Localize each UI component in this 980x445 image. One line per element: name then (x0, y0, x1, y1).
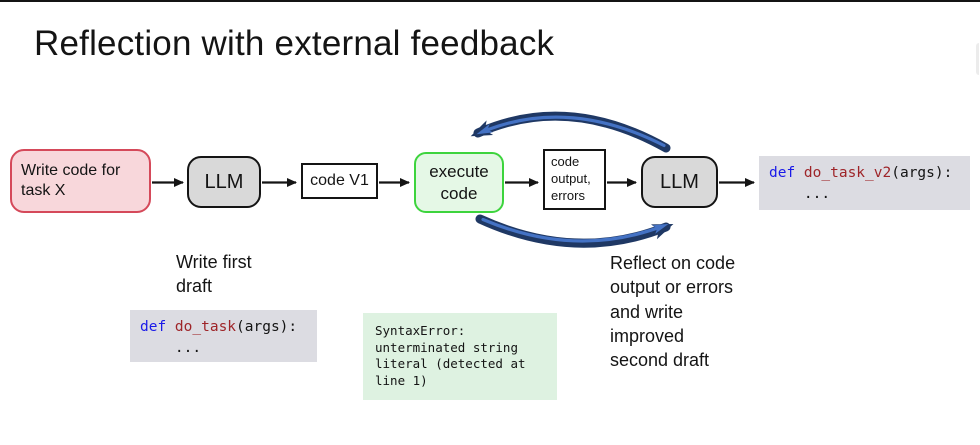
code-keyword: def (140, 319, 175, 335)
code-v1-line-2: ... (140, 338, 317, 359)
slide-title: Reflection with external feedback (34, 24, 555, 63)
node-llm-second: LLM (641, 156, 718, 208)
node-code-output-errors: code output, errors (543, 149, 606, 210)
code-ellipsis: ... (140, 340, 202, 357)
code-v1-snippet: def do_task(args): ... (130, 310, 317, 362)
note-reflect-improve: Reflect on code output or errors and wri… (610, 253, 736, 371)
code-v2-line-1: def do_task_v2(args): (769, 163, 970, 184)
node-execute-code: execute code (414, 152, 504, 213)
syntax-error-box: SyntaxError: unterminated string literal… (363, 313, 557, 400)
node-code-v1: code V1 (301, 163, 378, 199)
node-write-code-task: Write code for task X (10, 149, 151, 213)
loop-arrow-bottom-highlight (481, 217, 669, 243)
code-function-name: do_task (174, 319, 237, 335)
code-ellipsis: ... (769, 186, 831, 203)
code-args: (args): (236, 319, 298, 335)
loop-arrow-bottom-icon (475, 214, 674, 248)
code-args: (args): (891, 165, 953, 181)
loop-arrow-top-icon (470, 111, 671, 153)
top-border-rule (0, 0, 980, 2)
code-v1-line-1: def do_task(args): (140, 317, 317, 338)
code-function-name: do_task_v2 (803, 165, 892, 181)
node-code-v2-snippet: def do_task_v2(args): ... (759, 156, 970, 210)
right-edge-artifact (976, 43, 979, 75)
note-write-first-draft: Write first draft (176, 252, 252, 297)
code-keyword: def (769, 165, 804, 181)
loop-arrow-top-highlight (476, 115, 666, 148)
node-llm-first: LLM (187, 156, 261, 208)
code-v2-line-2: ... (769, 184, 970, 205)
